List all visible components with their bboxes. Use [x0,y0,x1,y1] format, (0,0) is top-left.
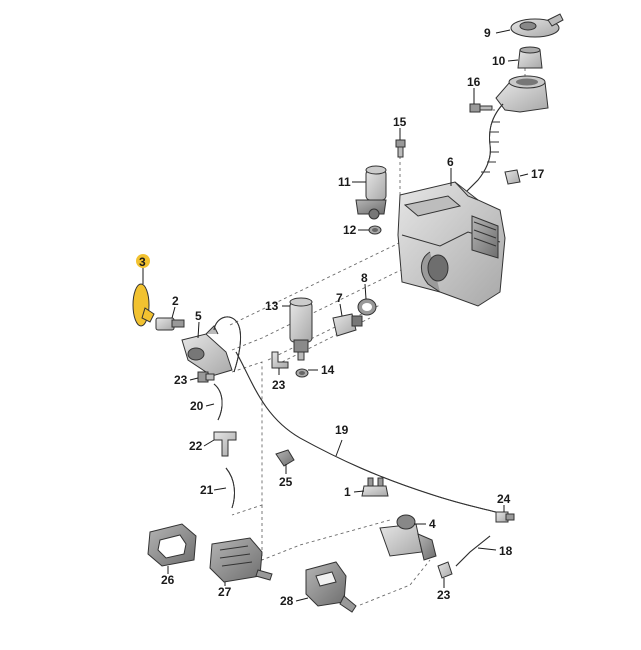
bolt-15 [395,139,406,158]
callout-8: 8 [361,271,368,285]
washer-pump-11 [355,165,387,220]
pump-4 [379,514,437,561]
callout-3-highlight [136,254,150,268]
callout-6: 6 [447,155,454,169]
callout-24: 24 [497,492,511,506]
callout-20: 20 [190,399,204,413]
callout-1: 1 [344,485,351,499]
callout-7: 7 [336,291,343,305]
bolt-16 [469,103,493,113]
callout-labels: 9 10 16 15 6 17 11 12 3 8 2 13 7 5 14 23… [136,26,545,608]
callout-2: 2 [172,294,179,308]
callout-13: 13 [265,299,279,313]
callout-19: 19 [335,423,349,437]
washer-fluid-reservoir [397,181,506,307]
hose-21 [225,467,235,509]
filler-neck-seal [517,46,543,69]
callout-25: 25 [279,475,293,489]
callout-23c: 23 [437,588,451,602]
grommet-12 [368,225,382,235]
clip-17 [504,169,521,185]
callout-15: 15 [393,115,407,129]
nozzle-1 [361,477,389,497]
callout-27: 27 [218,585,232,599]
callout-3: 3 [139,255,146,269]
level-sensor-7 [332,313,363,337]
gasket-frame-26 [147,523,197,567]
valve-housing-5 [181,325,233,377]
grommet-14 [295,368,309,378]
callout-26: 26 [161,573,175,587]
callout-21: 21 [200,483,214,497]
callout-17: 17 [531,167,545,181]
control-unit-27 [209,537,273,583]
hose-19 [235,351,497,513]
assembly-dashed-lines [229,62,526,606]
clip-25 [275,449,295,467]
connector-23b [271,351,289,369]
connector-23c [437,561,453,579]
callout-23a: 23 [174,373,188,387]
nozzle-2 [155,317,185,331]
callout-18: 18 [499,544,513,558]
callout-10: 10 [492,54,506,68]
seal-ring-8 [357,298,377,316]
callout-9: 9 [484,26,491,40]
bracket-28 [305,561,357,613]
hose-18 [455,535,491,567]
hose-loop [213,316,241,373]
connector-23a [197,371,215,383]
callout-14: 14 [321,363,335,377]
connector-24 [495,511,515,523]
t-piece-22 [213,431,237,457]
callout-23b: 23 [272,378,286,392]
callout-11: 11 [338,175,351,189]
hose-20 [213,383,223,421]
callout-28: 28 [280,594,294,608]
filler-cap [510,13,564,38]
cover-3-highlighted [132,283,155,327]
leader-lines [142,29,529,602]
callout-16: 16 [467,75,481,89]
washer-pump-13 [289,297,313,361]
filler-neck [465,75,549,193]
callout-5: 5 [195,309,202,323]
callout-22: 22 [189,439,203,453]
callout-12: 12 [343,223,357,237]
callout-4: 4 [429,517,436,531]
